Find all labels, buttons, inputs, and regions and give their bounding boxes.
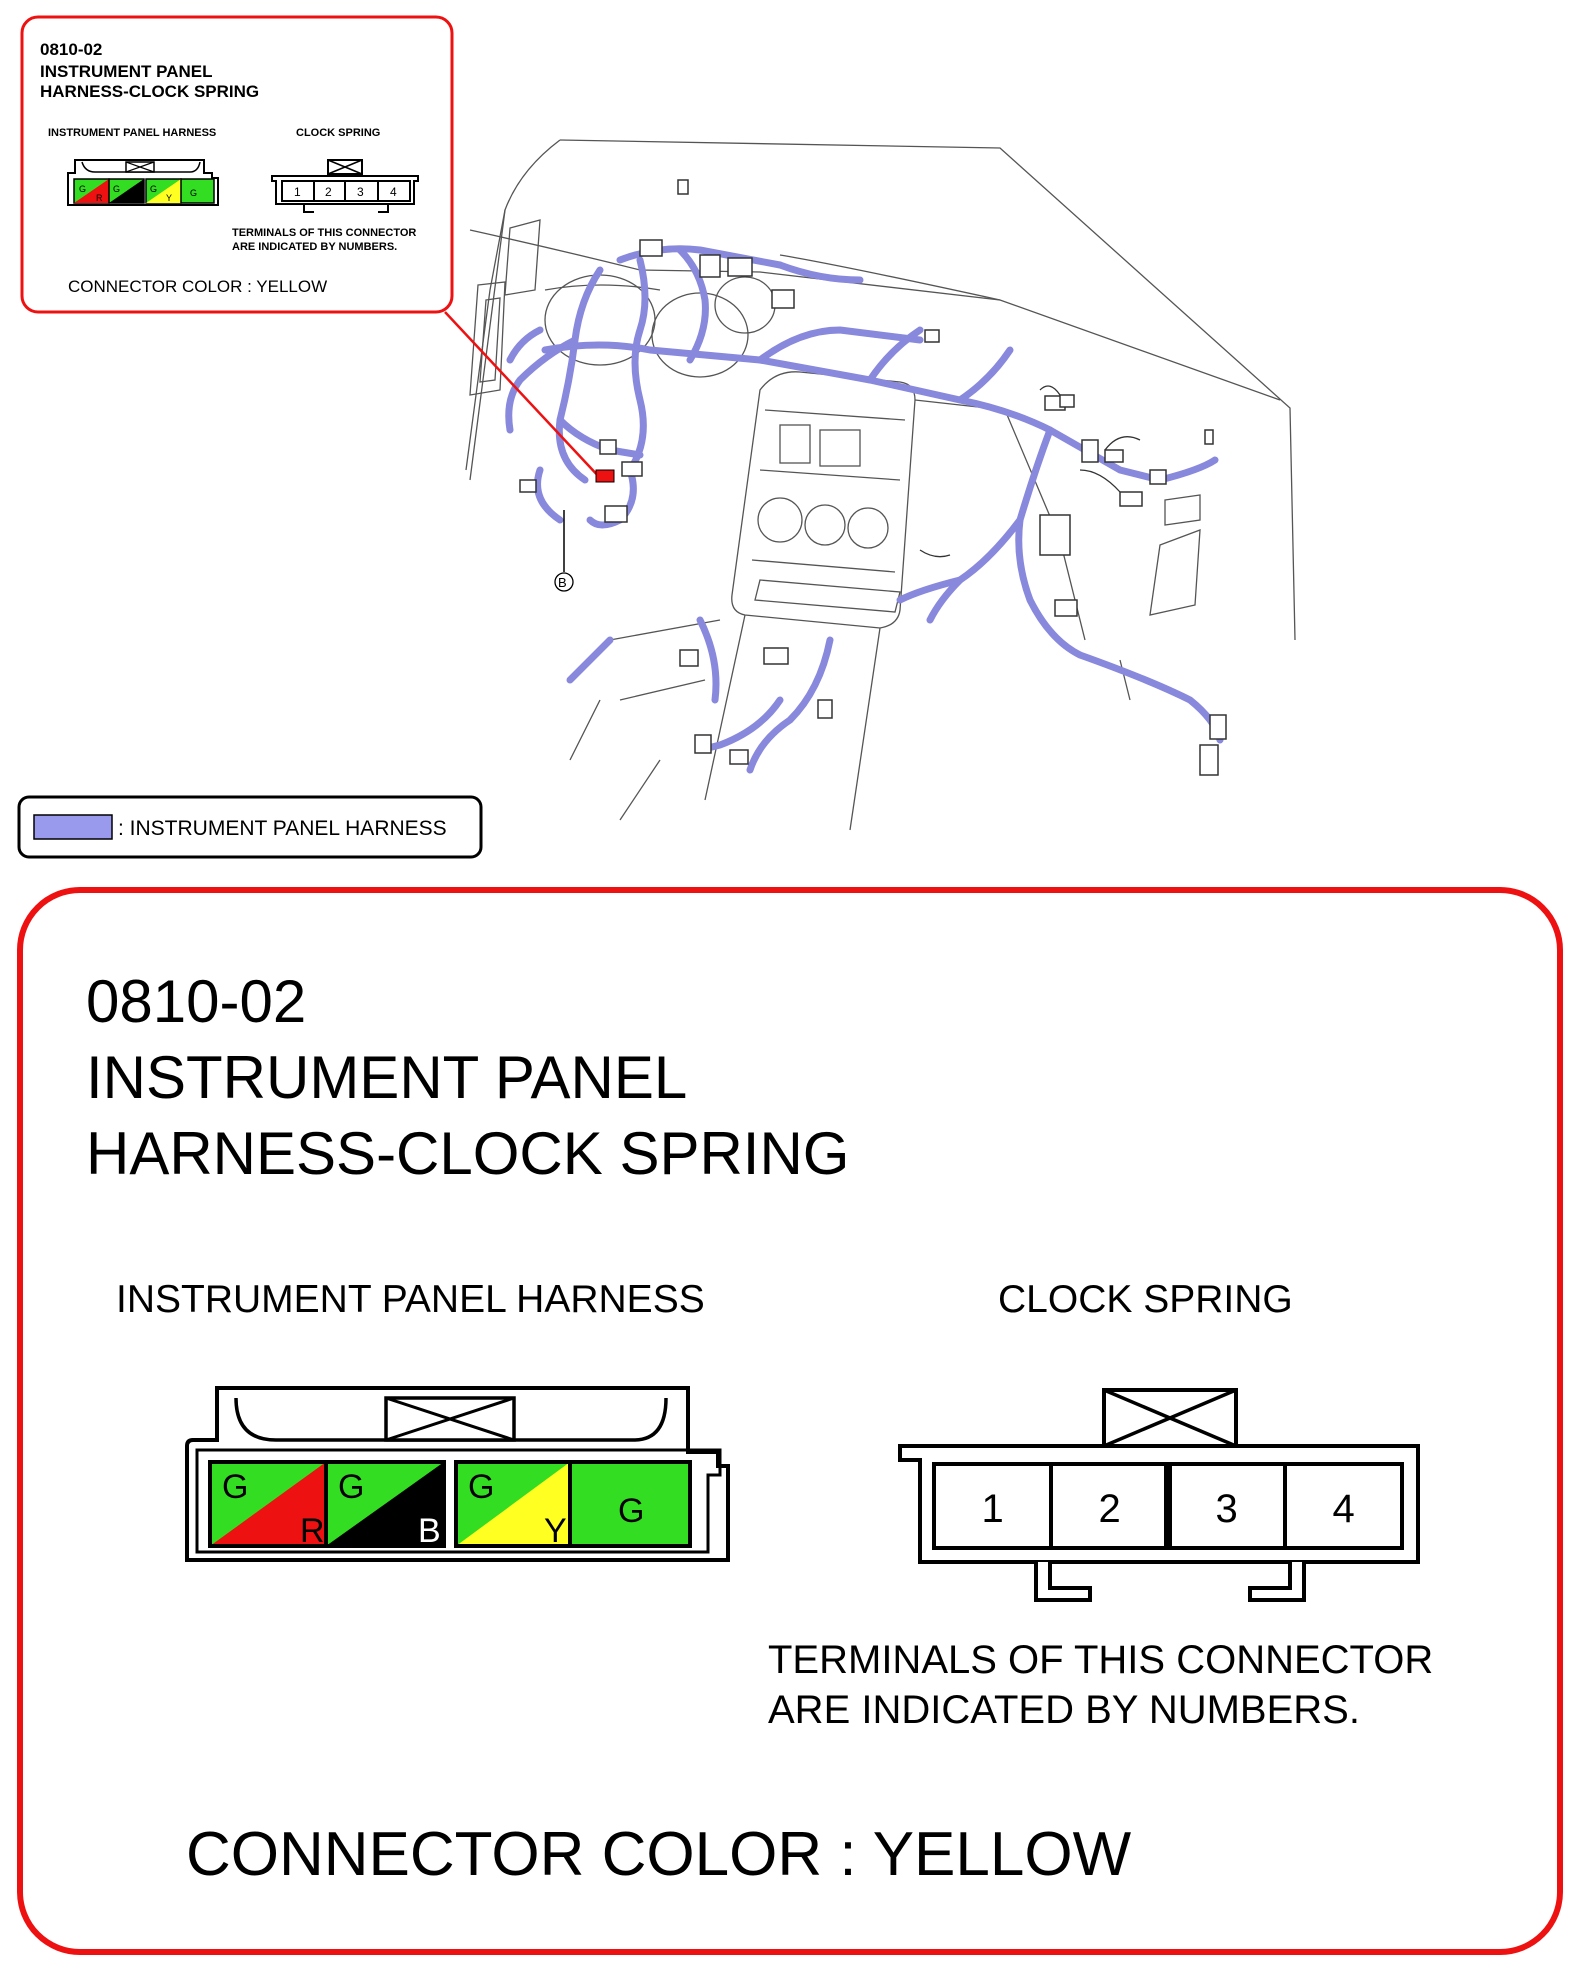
small-clock-label: CLOCK SPRING	[296, 127, 380, 139]
large-callout: 0810-02 INSTRUMENT PANEL HARNESS-CLOCK S…	[17, 887, 1563, 1955]
small-title-line2: HARNESS-CLOCK SPRING	[40, 82, 259, 101]
svg-text:G: G	[150, 184, 157, 194]
svg-text:4: 4	[390, 185, 397, 199]
svg-text:G: G	[190, 188, 197, 198]
clock-spring-connector: 1 2 3 4	[898, 1388, 1420, 1602]
terminal-3: 3	[1216, 1487, 1238, 1531]
small-note-line1: TERMINALS OF THIS CONNECTOR	[232, 227, 416, 239]
svg-text:G: G	[113, 184, 120, 194]
small-callout: 0810-02 INSTRUMENT PANEL HARNESS-CLOCK S…	[20, 15, 454, 314]
svg-text:3: 3	[357, 185, 364, 199]
legend-label: : INSTRUMENT PANEL HARNESS	[118, 817, 447, 840]
harness-pin-label: G	[618, 1492, 644, 1530]
harness-pin-top-label: G	[222, 1468, 248, 1506]
harness-pin-3: GY	[454, 1460, 572, 1550]
instrument-panel-harness-wires	[505, 245, 1224, 774]
title-line2: HARNESS-CLOCK SPRING	[86, 1120, 849, 1187]
harness-pin-bottom-label: B	[418, 1512, 441, 1550]
clock-terminals: 1 2 3 4	[982, 1464, 1355, 1548]
legend: : INSTRUMENT PANEL HARNESS	[17, 795, 483, 859]
harness-pin-top-label: G	[468, 1468, 494, 1506]
svg-text:G: G	[79, 184, 86, 194]
harness-pin-bottom-label: R	[300, 1512, 325, 1550]
connector-location-marker	[444, 311, 615, 483]
harness-pin-1: GR	[208, 1460, 328, 1550]
terminal-2: 2	[1099, 1487, 1121, 1531]
svg-text:B: B	[131, 193, 137, 203]
small-title-line1: INSTRUMENT PANEL	[40, 62, 213, 81]
svg-text:R: R	[96, 193, 103, 203]
code-heading: 0810-02	[86, 968, 306, 1035]
svg-text:1: 1	[294, 185, 301, 199]
harness-connectors	[519, 179, 1227, 776]
locator-letter: B	[558, 575, 567, 590]
svg-text:Y: Y	[166, 193, 172, 203]
svg-text:2: 2	[325, 185, 332, 199]
small-connector-color: CONNECTOR COLOR : YELLOW	[68, 277, 327, 296]
small-clock-connector: 1 2 3 4	[271, 159, 419, 213]
clock-spring-label: CLOCK SPRING	[998, 1278, 1293, 1321]
terminal-note-line1: TERMINALS OF THIS CONNECTOR	[768, 1638, 1433, 1682]
harness-pin-top-label: G	[338, 1468, 364, 1506]
small-harness-connector: G G G R B Y G	[67, 159, 219, 206]
harness-pin-2: GB	[324, 1460, 446, 1550]
terminal-note-line2: ARE INDICATED BY NUMBERS.	[768, 1688, 1360, 1732]
connector-color: CONNECTOR COLOR : YELLOW	[186, 1820, 1132, 1889]
legend-swatch	[33, 814, 113, 840]
locator-b: B	[554, 510, 574, 592]
terminal-4: 4	[1333, 1487, 1355, 1531]
title-line1: INSTRUMENT PANEL	[86, 1044, 687, 1111]
terminal-1: 1	[982, 1487, 1004, 1531]
harness-pin-4: G	[568, 1460, 692, 1548]
small-code: 0810-02	[40, 40, 102, 59]
harness-pin-bottom-label: Y	[544, 1512, 567, 1550]
dashboard-illustration	[465, 139, 1296, 831]
harness-connector-label: INSTRUMENT PANEL HARNESS	[116, 1278, 705, 1321]
small-note-line2: ARE INDICATED BY NUMBERS.	[232, 241, 397, 253]
small-harness-label: INSTRUMENT PANEL HARNESS	[48, 127, 216, 139]
